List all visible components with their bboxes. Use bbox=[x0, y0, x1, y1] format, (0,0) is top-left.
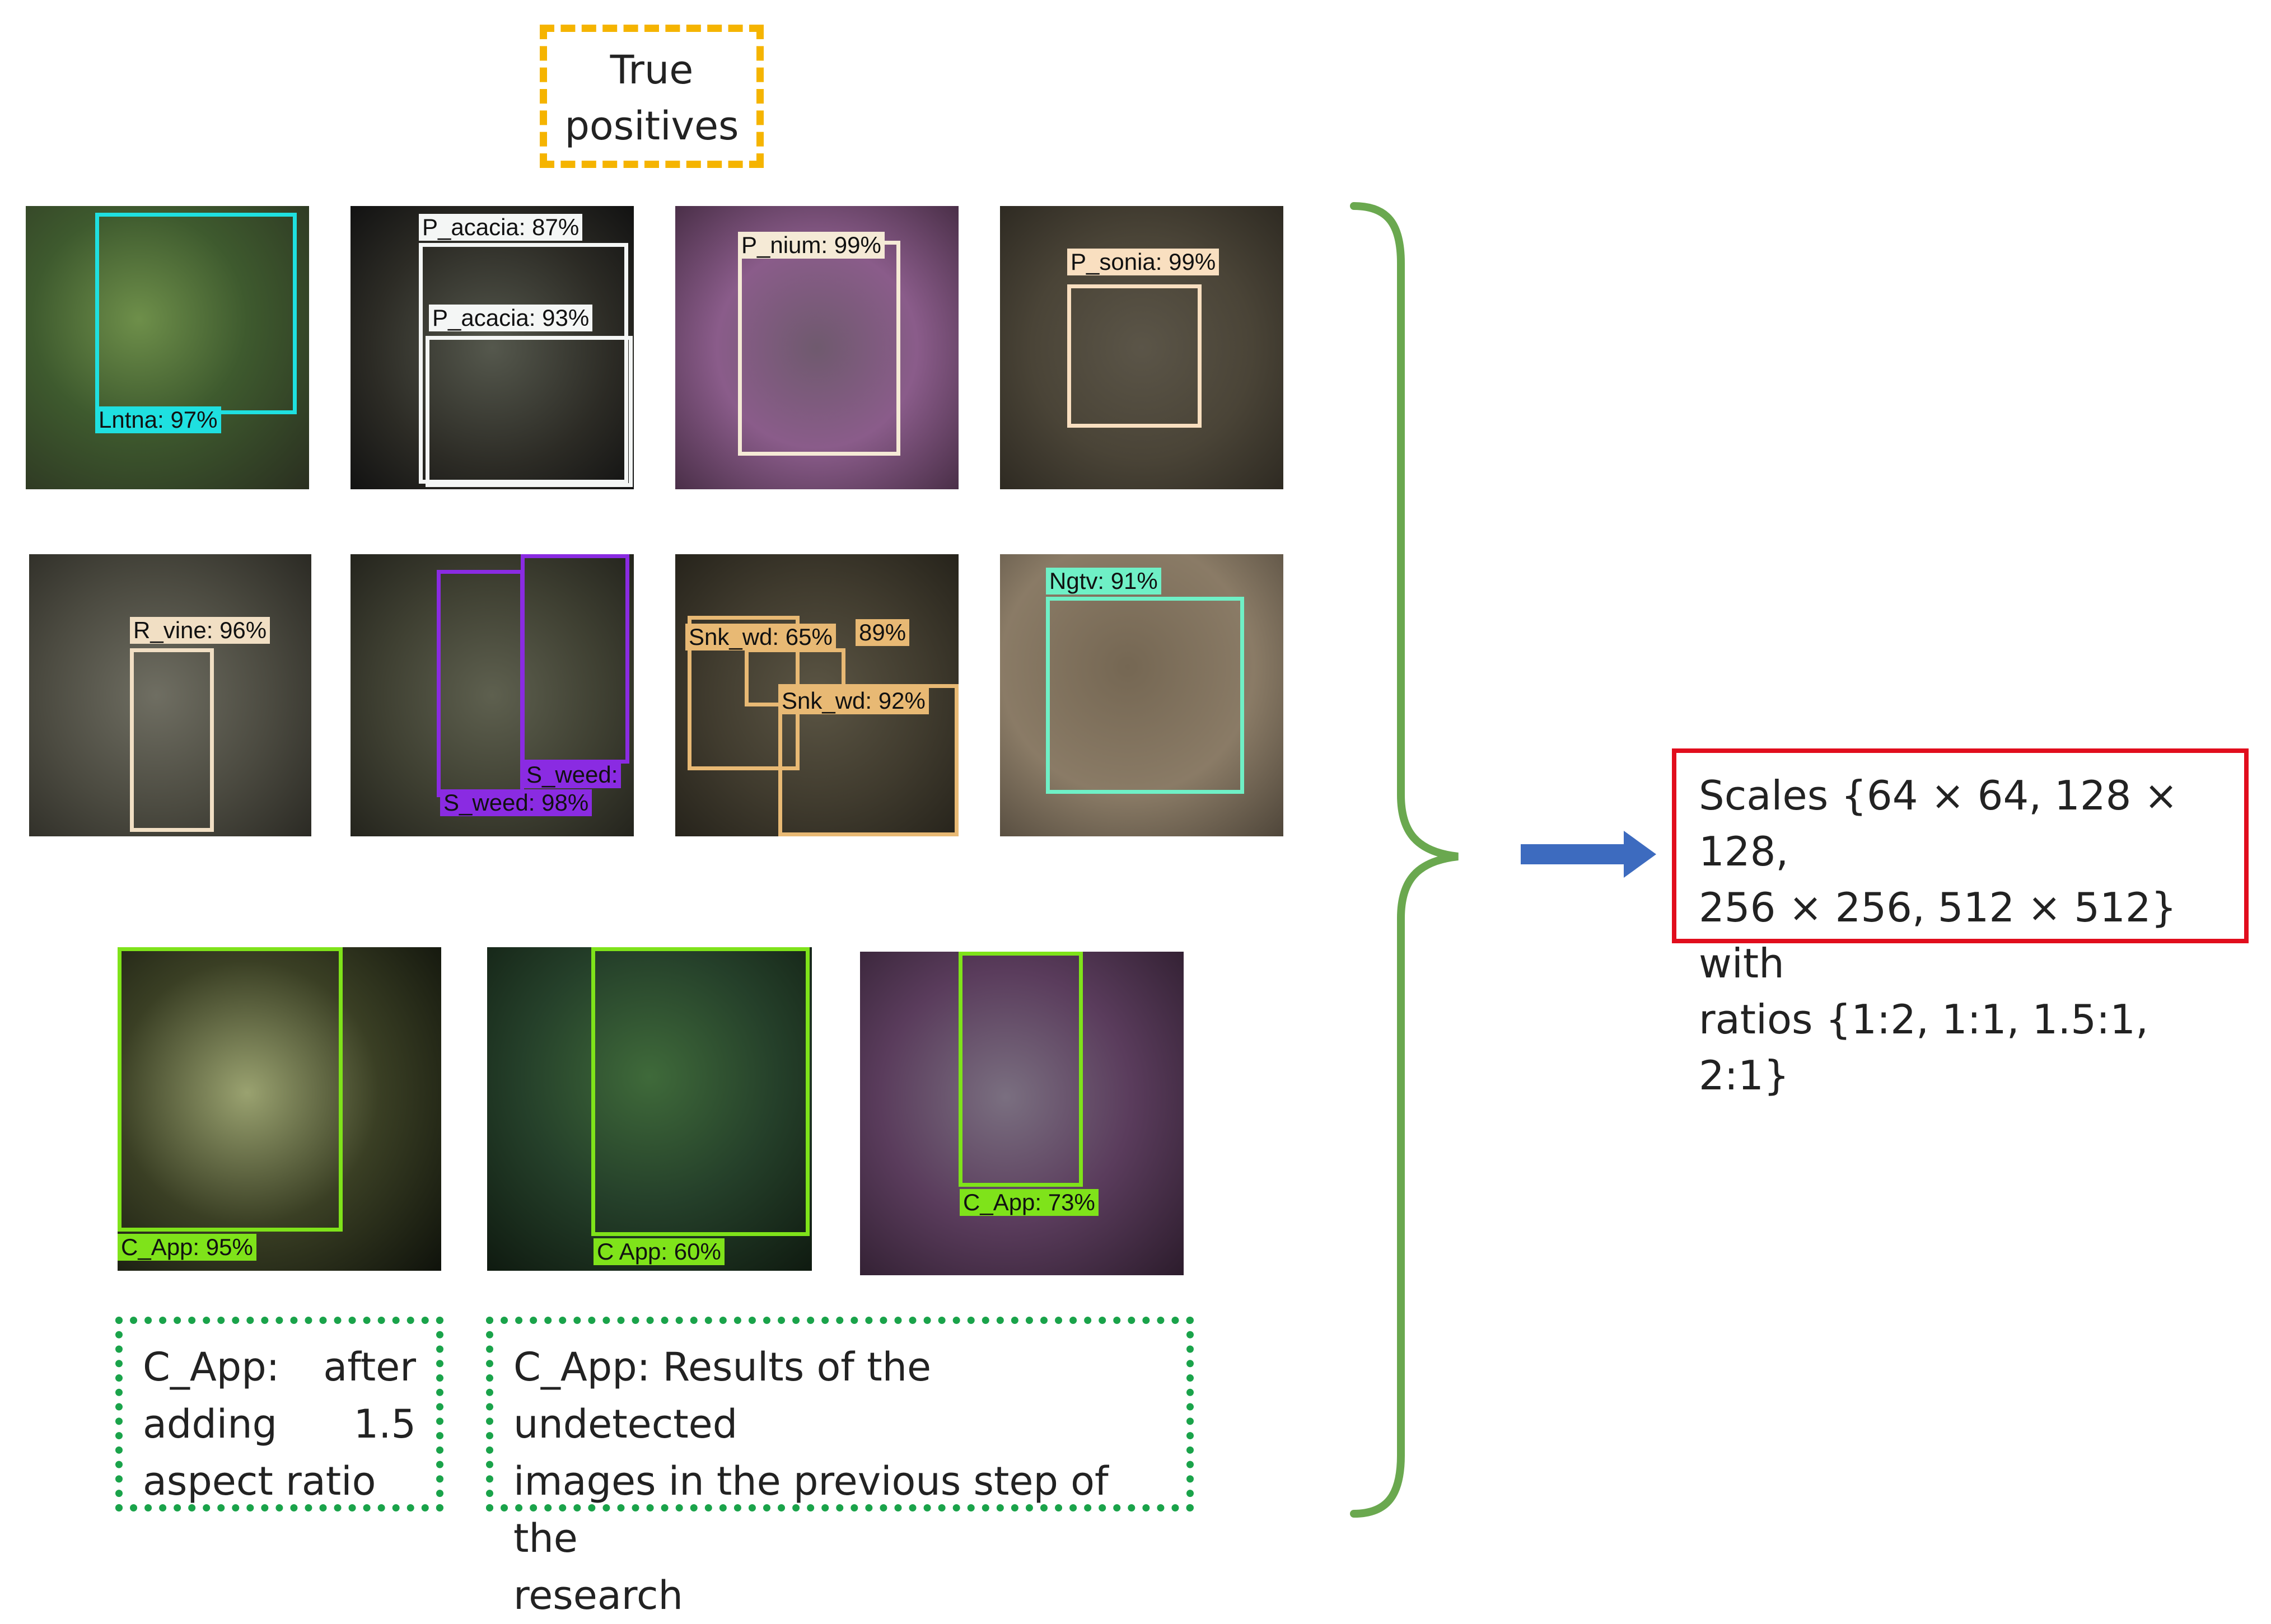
scales-line3: ratios {1:2, 1:1, 1.5:1, 2:1} bbox=[1699, 996, 2148, 1099]
label-r-vine: R_vine: 96% bbox=[130, 617, 270, 644]
photo-s-weed: S_weed: S_weed: 98% bbox=[351, 554, 634, 836]
scales-line1: Scales {64 × 64, 128 × 128, bbox=[1699, 772, 2178, 875]
caption-left-word5: aspect ratio bbox=[143, 1458, 376, 1504]
bbox-c-app-3 bbox=[959, 952, 1083, 1187]
label-p-sonia: P_sonia: 99% bbox=[1067, 249, 1219, 275]
photo-c-app-3: C_App: 73% bbox=[860, 952, 1184, 1275]
bbox-c-app-2 bbox=[591, 947, 810, 1236]
true-positives-box: True positives bbox=[540, 25, 764, 168]
caption-left-word2: after bbox=[323, 1344, 416, 1390]
bbox-ngtv bbox=[1046, 597, 1244, 794]
label-c-app-1: C_App: 95% bbox=[118, 1234, 256, 1261]
bbox-c-app-1 bbox=[118, 947, 343, 1232]
photo-r-vine: R_vine: 96% bbox=[29, 554, 311, 836]
curly-brace bbox=[1350, 202, 1459, 1518]
label-c-app-3: C_App: 73% bbox=[960, 1189, 1099, 1216]
photo-lntna: Lntna: 97% bbox=[26, 206, 309, 489]
photo-ngtv: Ngtv: 91% bbox=[1000, 554, 1283, 836]
bbox-p-acacia-2 bbox=[426, 336, 633, 487]
label-lntna: Lntna: 97% bbox=[95, 406, 221, 433]
caption-right-line1: C_App: Results of the undetected bbox=[513, 1344, 932, 1447]
caption-undetected-results: C_App: Results of the undetected images … bbox=[486, 1317, 1194, 1618]
bbox-p-acacia-1 bbox=[419, 243, 628, 484]
label-s-weed-1: S_weed: bbox=[523, 761, 622, 788]
label-p-acacia-2: P_acacia: 93% bbox=[429, 305, 593, 331]
caption-right-line3: research bbox=[513, 1572, 683, 1618]
photo-p-acacia: P_acacia: 87% P_acacia: 93% bbox=[351, 206, 634, 489]
caption-left-word1: C_App: bbox=[143, 1344, 280, 1390]
bbox-snk-wd-3 bbox=[778, 684, 959, 836]
photo-c-app-1: C_App: 95% bbox=[118, 947, 441, 1271]
label-snk-wd-pct: 89% bbox=[856, 619, 910, 646]
bbox-r-vine bbox=[130, 648, 214, 832]
true-positives-line1: True bbox=[610, 47, 694, 93]
caption-left-word4: 1.5 bbox=[353, 1401, 416, 1447]
label-s-weed-2: S_weed: 98% bbox=[440, 789, 592, 816]
scales-line2: 256 × 256, 512 × 512} with bbox=[1699, 884, 2177, 987]
photo-c-app-2: C App: 60% bbox=[487, 947, 812, 1271]
right-arrow-icon bbox=[1521, 831, 1656, 878]
label-ngtv: Ngtv: 91% bbox=[1046, 568, 1161, 595]
true-positives-line2: positives bbox=[564, 103, 739, 149]
label-snk-wd-1: Snk_wd: 65% bbox=[685, 624, 836, 650]
label-snk-wd-2: Snk_wd: 92% bbox=[778, 687, 929, 714]
label-p-nium: P_nium: 99% bbox=[738, 232, 885, 259]
label-c-app-2: C App: 60% bbox=[594, 1238, 725, 1265]
photo-snk-wd: Snk_wd: 65% 89% Snk_wd: 92% bbox=[675, 554, 959, 836]
caption-after-aspect-ratio: C_App: after adding 1.5 aspect ratio bbox=[115, 1317, 443, 1511]
photo-p-sonia: P_sonia: 99% bbox=[1000, 206, 1283, 489]
label-p-acacia-1: P_acacia: 87% bbox=[419, 214, 583, 241]
bbox-p-sonia bbox=[1067, 284, 1202, 428]
anchor-scales-box: Scales {64 × 64, 128 × 128, 256 × 256, 5… bbox=[1672, 748, 2249, 1099]
photo-p-nium: P_nium: 99% bbox=[675, 206, 959, 489]
caption-left-word3: adding bbox=[143, 1401, 278, 1447]
brace-arrow-overlay bbox=[1350, 202, 1656, 1518]
